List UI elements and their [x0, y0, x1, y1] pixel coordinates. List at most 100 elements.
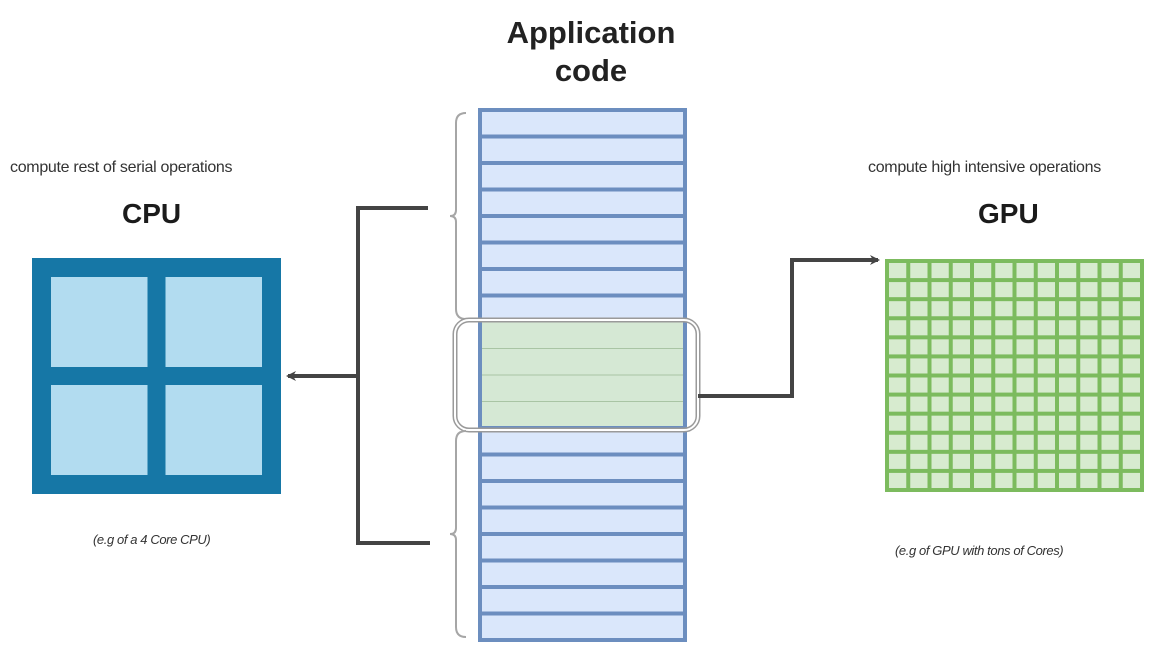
code-row-parallel — [479, 374, 686, 402]
gpu-core — [1101, 301, 1119, 317]
gpu-core — [1037, 263, 1055, 279]
gpu-core — [1080, 339, 1098, 355]
gpu-core — [889, 377, 907, 393]
cpu-note: (e.g of a 4 Core CPU) — [93, 532, 211, 547]
gpu-core — [1059, 282, 1077, 298]
gpu-core — [1101, 434, 1119, 450]
gpu-core — [931, 415, 949, 431]
gpu-core — [995, 377, 1013, 393]
gpu-core — [974, 453, 992, 469]
gpu-core — [1122, 358, 1140, 374]
gpu-core — [889, 472, 907, 488]
gpu-core — [1037, 453, 1055, 469]
code-row-parallel — [479, 348, 686, 376]
gpu-core — [1080, 472, 1098, 488]
gpu-core — [1122, 434, 1140, 450]
gpu-core — [910, 396, 928, 412]
gpu-core — [1101, 339, 1119, 355]
gpu-core — [952, 263, 970, 279]
gpu-core — [889, 434, 907, 450]
gpu-core — [889, 415, 907, 431]
gpu-core — [995, 263, 1013, 279]
gpu-core — [1101, 358, 1119, 374]
gpu-core — [995, 415, 1013, 431]
gpu-core — [1059, 396, 1077, 412]
code-row-serial-top — [478, 240, 687, 271]
gpu-core — [1122, 396, 1140, 412]
gpu-chip — [885, 259, 1144, 492]
gpu-core — [1016, 282, 1034, 298]
gpu-core — [931, 320, 949, 336]
gpu-label: GPU — [978, 198, 1039, 229]
gpu-core — [1101, 396, 1119, 412]
gpu-core — [1122, 453, 1140, 469]
gpu-core — [974, 320, 992, 336]
gpu-core — [1101, 453, 1119, 469]
gpu-note: (e.g of GPU with tons of Cores) — [895, 543, 1064, 558]
gpu-core — [1037, 339, 1055, 355]
gpu-core — [1037, 358, 1055, 374]
code-row-serial-bottom — [478, 479, 687, 510]
cpu-description: compute rest of serial operations — [10, 159, 233, 176]
gpu-core — [1101, 377, 1119, 393]
gpu-core — [995, 358, 1013, 374]
gpu-core — [1101, 472, 1119, 488]
gpu-core — [1059, 377, 1077, 393]
gpu-core — [1016, 358, 1034, 374]
gpu-core — [1016, 453, 1034, 469]
gpu-core — [974, 358, 992, 374]
gpu-core — [1080, 377, 1098, 393]
gpu-core — [1059, 358, 1077, 374]
gpu-core — [952, 301, 970, 317]
gpu-core — [1037, 396, 1055, 412]
gpu-core — [1122, 472, 1140, 488]
gpu-core — [1059, 301, 1077, 317]
gpu-core — [910, 434, 928, 450]
gpu-core — [974, 282, 992, 298]
gpu-core — [952, 415, 970, 431]
cpu-chip — [32, 258, 281, 494]
gpu-core — [974, 396, 992, 412]
code-row-serial-top — [478, 187, 687, 218]
gpu-core — [1059, 263, 1077, 279]
gpu-core — [1037, 434, 1055, 450]
gpu-core — [995, 472, 1013, 488]
gpu-core — [889, 263, 907, 279]
gpu-core — [995, 453, 1013, 469]
cpu-core — [165, 277, 262, 367]
gpu-core — [1016, 339, 1034, 355]
gpu-core — [974, 339, 992, 355]
gpu-core — [1080, 453, 1098, 469]
gpu-core — [1059, 320, 1077, 336]
gpu-core — [952, 453, 970, 469]
gpu-core — [1016, 263, 1034, 279]
gpu-core — [1016, 415, 1034, 431]
code-row-serial-top — [478, 214, 687, 245]
gpu-core — [974, 415, 992, 431]
gpu-core — [1122, 377, 1140, 393]
gpu-core — [1037, 472, 1055, 488]
serial-brace — [449, 430, 467, 638]
gpu-core — [1122, 263, 1140, 279]
code-row-parallel — [479, 401, 686, 429]
gpu-core — [1122, 320, 1140, 336]
code-row-serial-top — [478, 134, 687, 165]
gpu-core — [1101, 282, 1119, 298]
gpu-core — [1080, 263, 1098, 279]
gpu-core — [931, 396, 949, 412]
gpu-core — [910, 339, 928, 355]
gpu-core — [1037, 282, 1055, 298]
connectors — [286, 206, 880, 545]
gpu-core — [995, 282, 1013, 298]
gpu-core — [1080, 396, 1098, 412]
gpu-core — [974, 434, 992, 450]
code-row-serial-top — [478, 108, 687, 139]
gpu-core — [1080, 434, 1098, 450]
cpu-core — [51, 277, 148, 367]
gpu-core — [910, 377, 928, 393]
gpu-core — [1059, 434, 1077, 450]
gpu-core — [910, 453, 928, 469]
gpu-core — [952, 472, 970, 488]
code-row-serial-bottom — [478, 505, 687, 536]
gpu-core — [910, 472, 928, 488]
